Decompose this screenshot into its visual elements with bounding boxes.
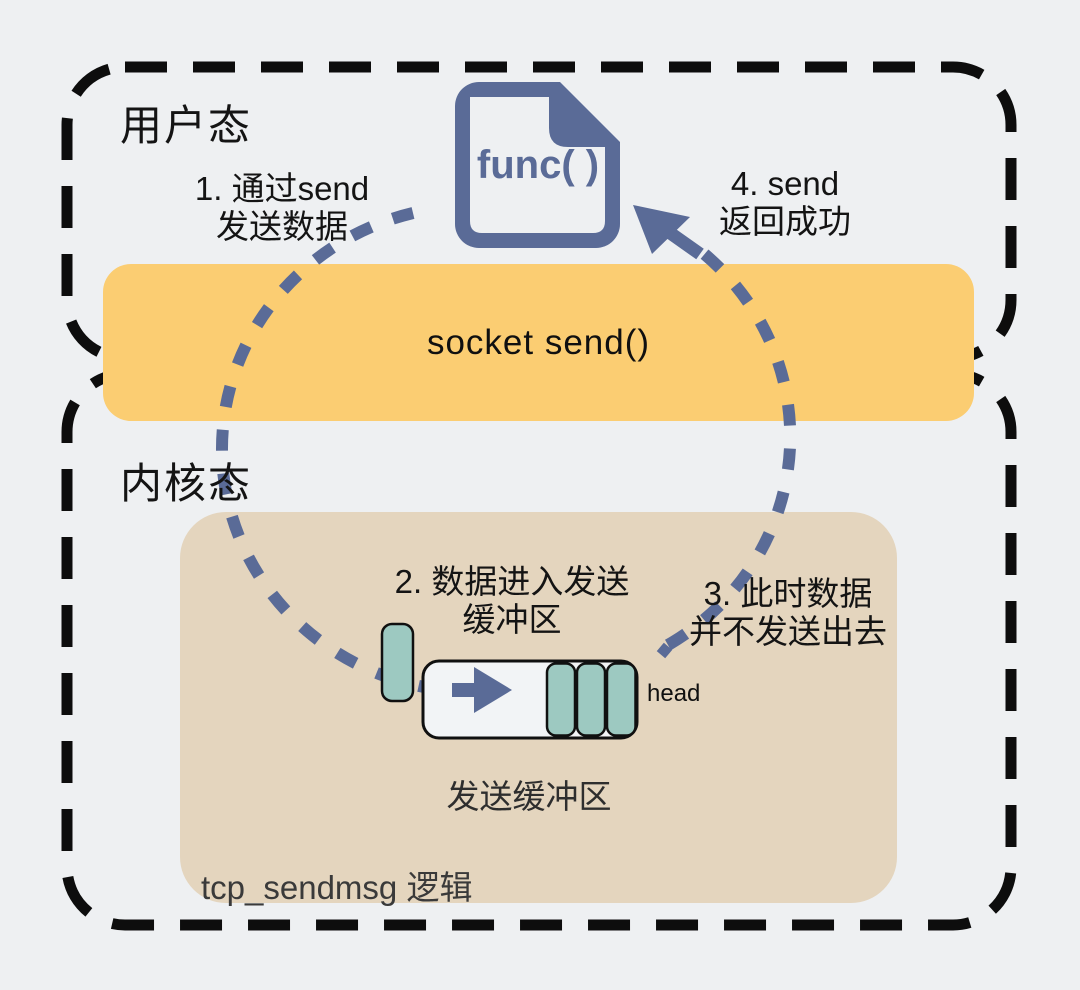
step3-line1: 3. 此时数据	[703, 575, 873, 612]
step2-annotation: 2. 数据进入发送缓冲区	[384, 563, 640, 639]
step4-line2: 返回成功	[719, 203, 851, 240]
step3-annotation: 3. 此时数据并不发送出去	[669, 575, 907, 651]
cycle-arc-dot	[656, 642, 673, 659]
cycle-arc-right	[664, 247, 797, 651]
step2-line2: 缓冲区	[462, 601, 562, 638]
func-file-icon	[455, 82, 620, 248]
func-icon-label: func( )	[476, 143, 600, 187]
socket-send-bar	[103, 264, 974, 421]
step1-line1: 1. 通过send	[194, 170, 370, 207]
step3-line2: 并不发送出去	[689, 613, 887, 650]
buffer-cell	[605, 662, 637, 737]
buffer-arrow-icon	[452, 667, 512, 713]
cycle-arc-left	[216, 207, 437, 695]
step2-line1: 2. 数据进入发送	[394, 563, 630, 600]
send-buffer-label: 发送缓冲区	[446, 778, 612, 815]
incoming-data-block	[380, 622, 415, 703]
buffer-cell	[545, 662, 577, 737]
tcp-sendmsg-label: tcp_sendmsg 逻辑	[201, 869, 473, 906]
step4-line1: 4. send	[730, 165, 840, 202]
buffer-cell	[575, 662, 607, 737]
user-mode-label: 用户态	[120, 102, 253, 149]
send-buffer-graphic	[380, 622, 639, 740]
socket-send-label: socket send()	[426, 322, 651, 362]
head-pointer-label: head	[647, 680, 701, 707]
return-arrow-icon	[633, 205, 704, 260]
step1-line2: 发送数据	[216, 208, 348, 245]
kernel-mode-label: 内核态	[120, 460, 253, 507]
